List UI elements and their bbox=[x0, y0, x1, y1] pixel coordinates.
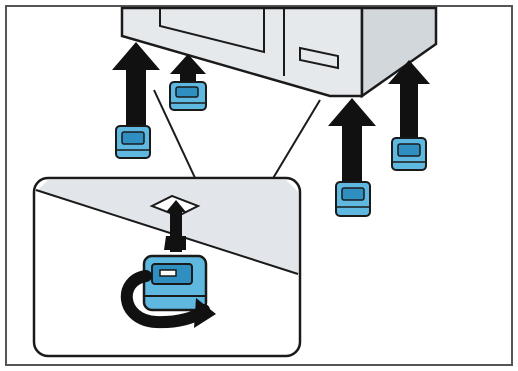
callout-line-right bbox=[271, 99, 321, 181]
leveling-foot-icon bbox=[335, 181, 371, 217]
leveling-foot-icon bbox=[115, 125, 151, 159]
rotate-arrow-icon bbox=[120, 270, 216, 329]
foot-front-left bbox=[112, 42, 160, 159]
door-panel bbox=[159, 8, 265, 54]
inset-surface bbox=[36, 180, 298, 274]
control-slot bbox=[299, 46, 339, 70]
leveling-foot-icon bbox=[169, 81, 207, 111]
inset-edge bbox=[35, 189, 299, 275]
callout-line-left bbox=[153, 89, 197, 181]
appliance-front bbox=[120, 6, 364, 98]
up-arrow-icon bbox=[170, 54, 206, 100]
appliance-side bbox=[360, 6, 438, 99]
foot-back-right bbox=[388, 60, 430, 171]
up-arrow-icon bbox=[112, 42, 160, 140]
foot-back-left bbox=[169, 54, 207, 111]
detail-inset bbox=[32, 176, 302, 358]
foot-front-right bbox=[328, 98, 376, 217]
up-arrow-icon bbox=[166, 200, 186, 252]
leveling-foot-icon bbox=[391, 137, 427, 171]
up-arrow-icon bbox=[388, 60, 430, 150]
leveling-foot-icon bbox=[142, 254, 208, 312]
appliance bbox=[120, 6, 438, 99]
up-arrow-icon bbox=[328, 98, 376, 200]
frame-border bbox=[5, 5, 513, 366]
